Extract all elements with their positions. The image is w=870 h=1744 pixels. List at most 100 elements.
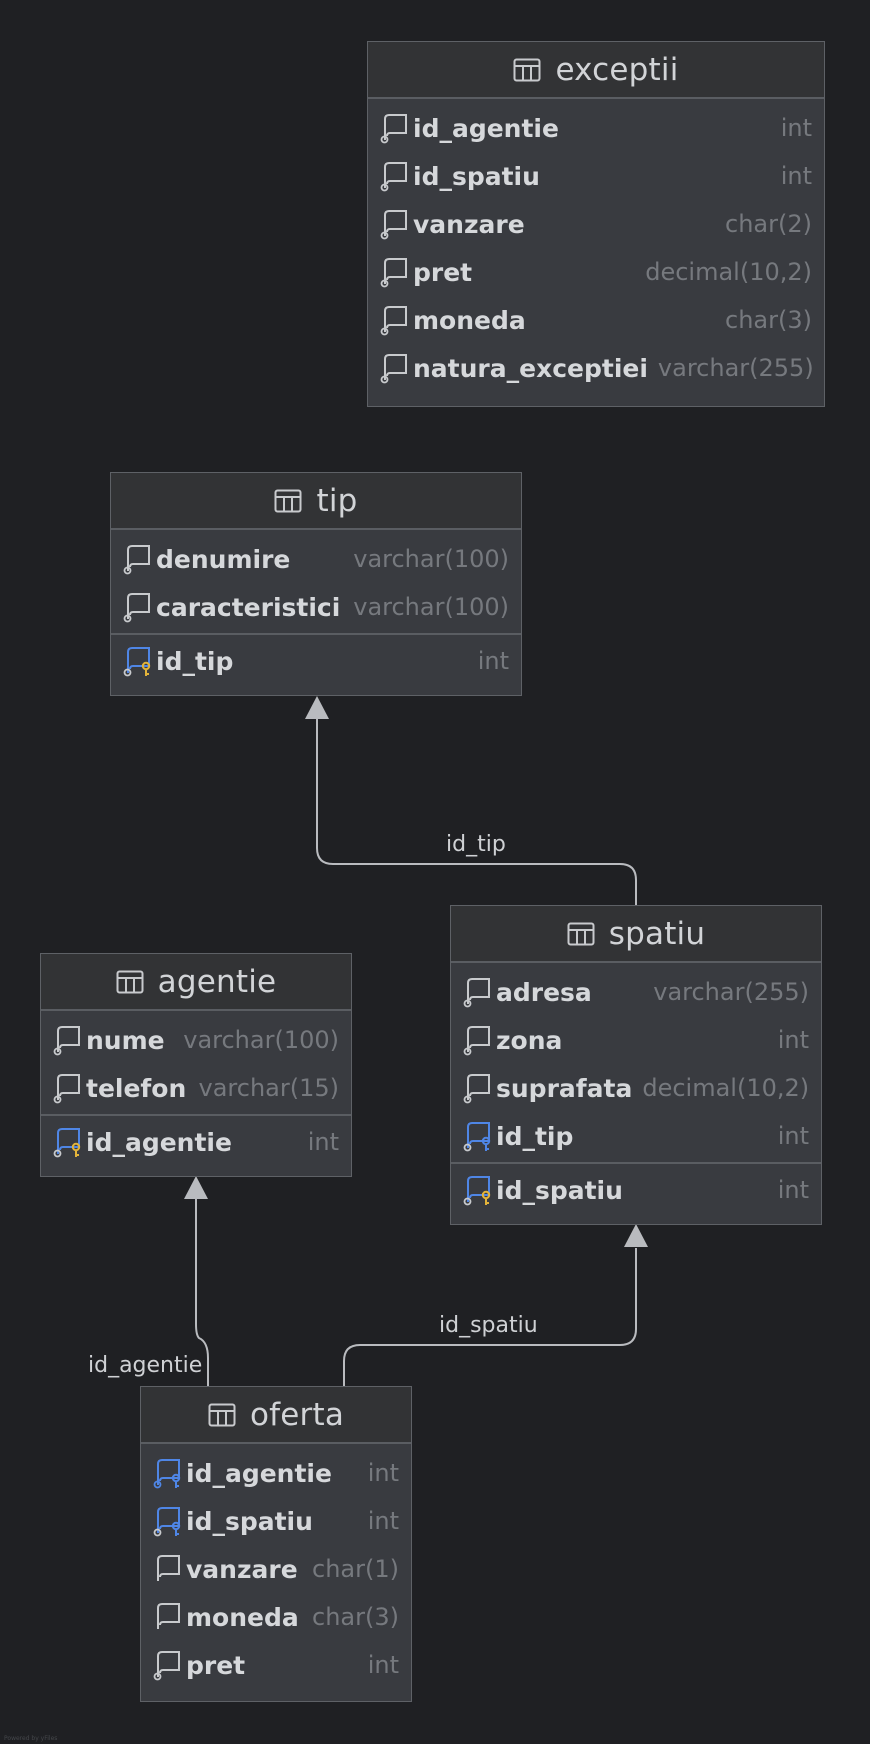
relation-label-id-spatiu: id_spatiu bbox=[439, 1313, 538, 1338]
column-type: int bbox=[367, 1459, 399, 1487]
column-name: telefon bbox=[86, 1073, 187, 1103]
column-row[interactable]: natura_exceptiei varchar(255) bbox=[368, 344, 824, 392]
column-type: varchar(100) bbox=[183, 1026, 339, 1054]
column-row[interactable]: caracteristici varchar(100) bbox=[111, 583, 521, 631]
column-icon bbox=[380, 114, 407, 144]
table-name: tip bbox=[316, 482, 358, 519]
column-row[interactable]: id_spatiu int bbox=[368, 152, 824, 200]
table-agentie[interactable]: agentie nume varchar(100) telefon varcha… bbox=[40, 953, 352, 1177]
column-row[interactable]: vanzare char(2) bbox=[368, 200, 824, 248]
arrowhead-tip bbox=[305, 696, 329, 719]
key-separator bbox=[41, 1114, 351, 1116]
column-type: int bbox=[780, 114, 812, 142]
column-icon bbox=[157, 1603, 180, 1629]
column-type: char(1) bbox=[312, 1555, 399, 1583]
table-name: exceptii bbox=[555, 51, 679, 88]
column-row[interactable]: telefon varchar(15) bbox=[41, 1064, 351, 1112]
arrowhead-agentie bbox=[184, 1176, 208, 1199]
table-header[interactable]: spatiu bbox=[451, 906, 821, 963]
key-row[interactable]: id_tip int bbox=[111, 637, 521, 685]
table-header[interactable]: oferta bbox=[141, 1387, 411, 1444]
table-grid-icon bbox=[274, 489, 302, 512]
column-name: vanzare bbox=[413, 209, 525, 239]
column-name: pret bbox=[413, 257, 473, 287]
table-name: oferta bbox=[249, 1396, 345, 1433]
relation-line-spatiu-tip bbox=[316, 700, 637, 905]
column-type: decimal(10,2) bbox=[642, 1074, 810, 1102]
table-name: spatiu bbox=[608, 915, 706, 952]
column-icon bbox=[380, 258, 407, 288]
key-row[interactable]: id_spatiu int bbox=[451, 1166, 821, 1214]
table-header[interactable]: exceptii bbox=[368, 42, 824, 99]
table-name: agentie bbox=[157, 963, 277, 1000]
column-icon bbox=[157, 1555, 180, 1581]
column-row[interactable]: id_spatiu int bbox=[141, 1497, 411, 1545]
column-type: char(2) bbox=[725, 210, 812, 238]
column-row[interactable]: denumire varchar(100) bbox=[111, 535, 521, 583]
column-row[interactable]: moneda char(3) bbox=[141, 1593, 411, 1641]
column-name: vanzare bbox=[186, 1554, 298, 1584]
column-row[interactable]: suprafata decimal(10,2) bbox=[451, 1064, 821, 1112]
column-name: moneda bbox=[186, 1602, 299, 1632]
table-spatiu[interactable]: spatiu adresa varchar(255) zona int supr… bbox=[450, 905, 822, 1225]
table-exceptii[interactable]: exceptii id_agentie int id_spatiu int va… bbox=[367, 41, 825, 407]
column-name: id_spatiu bbox=[186, 1506, 313, 1536]
column-type: varchar(255) bbox=[653, 978, 809, 1006]
column-name: moneda bbox=[413, 305, 526, 335]
column-name: denumire bbox=[156, 544, 291, 574]
column-type: int bbox=[367, 1651, 399, 1679]
column-type: char(3) bbox=[312, 1603, 399, 1631]
column-name: id_spatiu bbox=[496, 1175, 623, 1205]
column-icon bbox=[53, 1026, 80, 1056]
column-type: varchar(100) bbox=[353, 593, 509, 621]
column-icon bbox=[463, 1074, 490, 1104]
column-row[interactable]: nume varchar(100) bbox=[41, 1016, 351, 1064]
table-header[interactable]: tip bbox=[111, 473, 521, 530]
primary-key-icon bbox=[53, 1128, 81, 1158]
table-grid-icon bbox=[513, 58, 541, 81]
table-grid-icon bbox=[208, 1403, 236, 1426]
arrowhead-spatiu bbox=[624, 1224, 648, 1247]
table-oferta[interactable]: oferta id_agentie int id_spatiu int vanz… bbox=[140, 1386, 412, 1702]
column-type: int bbox=[777, 1122, 809, 1150]
column-type: varchar(255) bbox=[657, 354, 814, 382]
column-icon bbox=[463, 978, 490, 1008]
column-row[interactable]: adresa varchar(255) bbox=[451, 968, 821, 1016]
column-row[interactable]: vanzare char(1) bbox=[141, 1545, 411, 1593]
column-name: id_tip bbox=[496, 1121, 574, 1151]
column-row[interactable]: id_tip int bbox=[451, 1112, 821, 1160]
column-row[interactable]: zona int bbox=[451, 1016, 821, 1064]
column-name: nume bbox=[86, 1025, 165, 1055]
primary-key-icon bbox=[123, 647, 151, 677]
key-row[interactable]: id_agentie int bbox=[41, 1118, 351, 1166]
column-name: id_agentie bbox=[413, 113, 559, 143]
column-type: char(3) bbox=[725, 306, 812, 334]
column-row[interactable]: pret decimal(10,2) bbox=[368, 248, 824, 296]
column-name: adresa bbox=[496, 977, 592, 1007]
column-icon bbox=[123, 545, 150, 575]
column-name: id_tip bbox=[156, 646, 234, 676]
table-header[interactable]: agentie bbox=[41, 954, 351, 1011]
powered-by-credit: Powered by yFiles bbox=[4, 1735, 58, 1742]
column-icon bbox=[153, 1651, 180, 1681]
column-name: id_agentie bbox=[86, 1127, 232, 1157]
column-type: decimal(10,2) bbox=[645, 258, 812, 286]
column-row[interactable]: pret int bbox=[141, 1641, 411, 1689]
column-icon bbox=[123, 593, 150, 623]
column-row[interactable]: id_agentie int bbox=[368, 104, 824, 152]
column-name: id_spatiu bbox=[413, 161, 540, 191]
column-type: varchar(15) bbox=[198, 1074, 340, 1102]
foreign-key-index-icon bbox=[153, 1459, 181, 1489]
column-row[interactable]: moneda char(3) bbox=[368, 296, 824, 344]
foreign-key-index-icon bbox=[153, 1507, 181, 1537]
column-type: varchar(100) bbox=[353, 545, 509, 573]
column-icon bbox=[380, 210, 407, 240]
column-icon bbox=[380, 162, 407, 192]
column-type: int bbox=[367, 1507, 399, 1535]
table-tip[interactable]: tip denumire varchar(100) caracteristici… bbox=[110, 472, 522, 696]
column-icon bbox=[463, 1026, 490, 1056]
key-separator bbox=[111, 633, 521, 635]
column-icon bbox=[380, 306, 407, 336]
column-row[interactable]: id_agentie int bbox=[141, 1449, 411, 1497]
column-type: int bbox=[477, 647, 509, 675]
